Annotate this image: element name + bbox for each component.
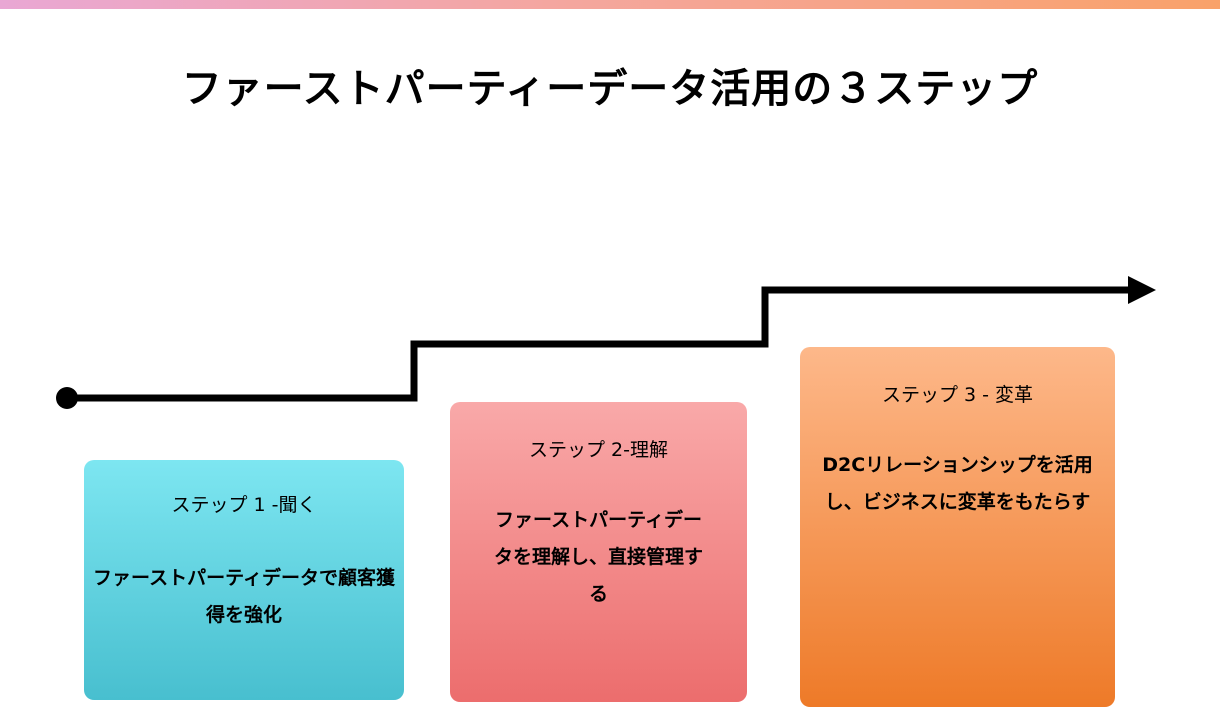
top-gradient-bar bbox=[0, 0, 1220, 9]
step-2-description: ファーストパーティデータを理解し、直接管理する bbox=[493, 509, 703, 605]
staircase-line bbox=[67, 286, 1130, 402]
step-1-label: ステップ 1 -聞く bbox=[171, 494, 317, 516]
step-3-description: D2Cリレーションシップを活用し、ビジネスに変革をもたらす bbox=[822, 454, 1093, 513]
staircase-arrow bbox=[56, 276, 1156, 409]
step-2-label: ステップ 2-理解 bbox=[529, 439, 668, 461]
arrow-head-icon bbox=[1128, 276, 1156, 304]
step-card-3: ステップ 3 - 変革 D2Cリレーションシップを活用し、ビジネスに変革をもたら… bbox=[800, 347, 1115, 707]
step-card-1: ステップ 1 -聞く ファーストパーティデータで顧客獲得を強化 bbox=[84, 460, 404, 700]
step-card-2: ステップ 2-理解 ファーストパーティデータを理解し、直接管理する bbox=[450, 402, 747, 702]
step-1-description: ファーストパーティデータで顧客獲得を強化 bbox=[93, 567, 395, 626]
page-title: ファーストパーティーデータ活用の３ステップ bbox=[181, 66, 1039, 112]
step-3-label: ステップ 3 - 変革 bbox=[881, 384, 1034, 406]
